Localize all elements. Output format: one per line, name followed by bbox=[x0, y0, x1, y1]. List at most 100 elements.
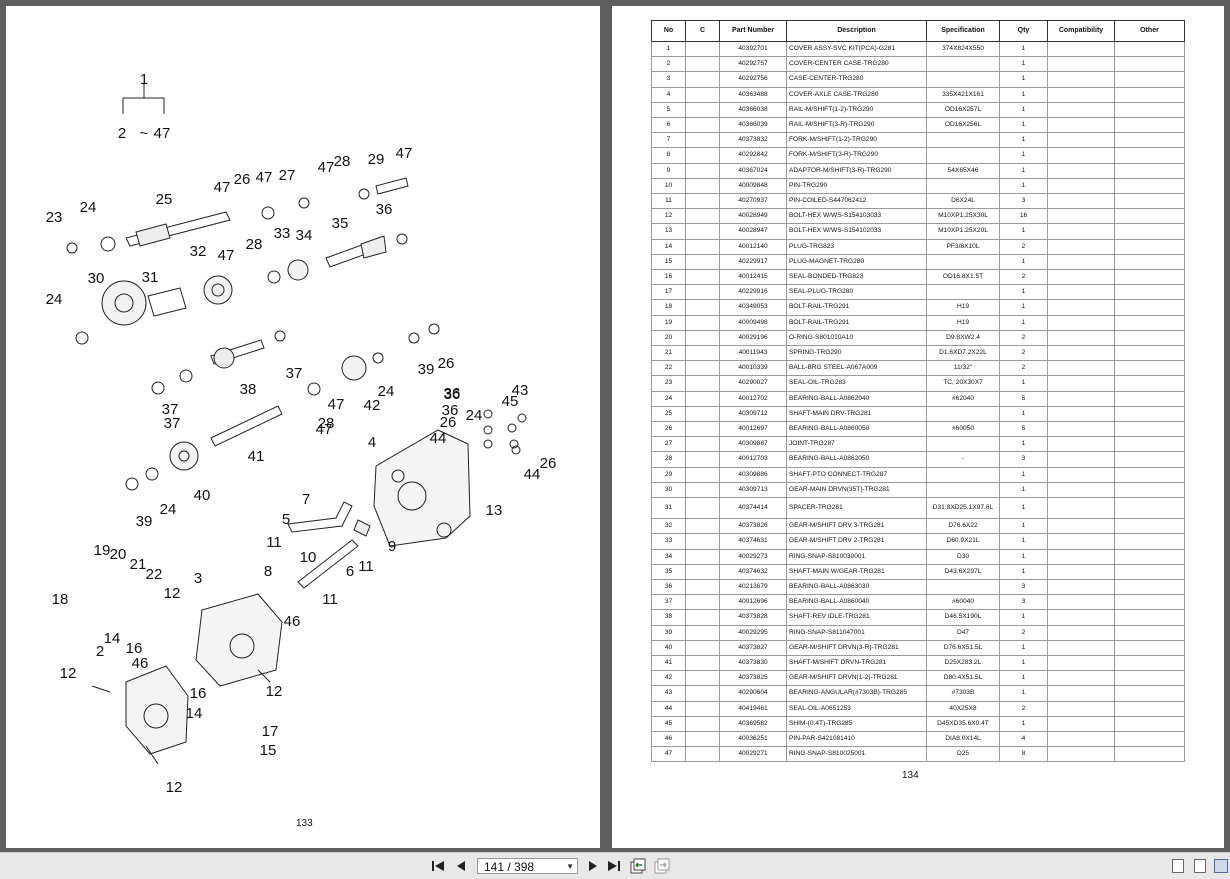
two-page-view-icon[interactable] bbox=[1214, 859, 1228, 873]
table-cell bbox=[1114, 238, 1185, 255]
table-cell: 1 bbox=[999, 56, 1048, 73]
table-cell: 40011943 bbox=[719, 345, 787, 362]
table-cell bbox=[1114, 563, 1185, 580]
table-cell: 1 bbox=[999, 253, 1048, 271]
table-cell: 19 bbox=[651, 314, 686, 331]
table-cell: 3 bbox=[999, 193, 1048, 210]
callout-label: 38 bbox=[240, 381, 257, 398]
last-page-icon[interactable] bbox=[606, 853, 622, 879]
table-cell: 40029273 bbox=[719, 548, 787, 565]
first-page-icon[interactable] bbox=[430, 853, 446, 879]
next-page-icon[interactable] bbox=[586, 853, 600, 879]
table-cell bbox=[1047, 639, 1115, 656]
table-cell: 1 bbox=[999, 497, 1048, 520]
table-cell bbox=[1114, 685, 1185, 702]
callout-label: 39 bbox=[136, 513, 153, 530]
page-number-input[interactable]: 141 / 398 ▼ bbox=[477, 858, 578, 874]
go-back-icon[interactable] bbox=[630, 853, 646, 879]
table-cell: 1 bbox=[999, 101, 1048, 119]
callout-label: 6 bbox=[346, 563, 354, 580]
callout-label: 40 bbox=[194, 487, 211, 504]
table-cell: 1 bbox=[999, 299, 1048, 316]
table-cell: 40X25X8 bbox=[926, 700, 1000, 717]
table-cell: 1 bbox=[999, 685, 1048, 702]
table-cell: O-RING-S801010A10 bbox=[786, 329, 927, 347]
table-cell: 41 bbox=[651, 654, 686, 672]
callout-label: 36 bbox=[442, 402, 459, 419]
callout-label: 44 bbox=[524, 466, 541, 483]
table-cell: SEAL-OIL-A0651253 bbox=[786, 700, 927, 717]
table-cell: 40309887 bbox=[719, 436, 787, 453]
table-cell bbox=[1047, 238, 1115, 255]
go-forward-icon[interactable] bbox=[654, 853, 670, 879]
table-cell: 40373828 bbox=[719, 609, 787, 626]
table-cell: 37 bbox=[651, 594, 686, 611]
table-cell: 40012696 bbox=[719, 594, 787, 611]
table-cell: 40373830 bbox=[719, 654, 787, 672]
table-cell bbox=[1114, 421, 1185, 438]
table-cell bbox=[1047, 609, 1115, 626]
table-cell: 42 bbox=[651, 670, 686, 687]
table-cell bbox=[1047, 518, 1115, 535]
table-cell bbox=[1047, 253, 1115, 271]
table-cell bbox=[685, 71, 720, 88]
table-cell: 7 bbox=[651, 132, 686, 149]
table-cell bbox=[1114, 177, 1185, 195]
table-cell: 40036251 bbox=[719, 730, 787, 748]
callout-label: 27 bbox=[279, 167, 296, 184]
continuous-view-icon[interactable] bbox=[1194, 859, 1206, 873]
page-number-value: 141 / 398 bbox=[484, 860, 535, 874]
callout-label: 28 bbox=[246, 236, 263, 253]
callout-label: 47 bbox=[318, 159, 335, 176]
previous-page-icon[interactable] bbox=[454, 853, 468, 879]
diagram-artwork bbox=[66, 84, 527, 765]
table-cell bbox=[685, 314, 720, 331]
callout-label: 16 bbox=[190, 685, 207, 702]
table-cell bbox=[1114, 40, 1185, 58]
table-cell: 40374631 bbox=[719, 533, 787, 550]
single-page-view-icon[interactable] bbox=[1172, 859, 1184, 873]
table-cell bbox=[1114, 223, 1185, 240]
table-cell: SHAFT-M/SHIFT DRVN-TRG281 bbox=[786, 654, 927, 672]
table-cell: 21 bbox=[651, 345, 686, 362]
table-cell: 13 bbox=[651, 223, 686, 240]
table-cell: D9.8XW2.4 bbox=[926, 329, 1000, 347]
table-cell bbox=[1047, 578, 1115, 596]
table-cell: 24 bbox=[651, 390, 686, 407]
callout-label: 43 bbox=[512, 382, 529, 399]
callout-label: 5 bbox=[282, 511, 290, 528]
table-cell: 2 bbox=[999, 345, 1048, 362]
table-cell: 40292842 bbox=[719, 147, 787, 164]
table-cell bbox=[1047, 451, 1115, 468]
table-cell bbox=[1047, 594, 1115, 611]
chevron-down-icon[interactable]: ▼ bbox=[566, 862, 574, 871]
table-cell: RAIL-M/SHIFT(1-2)-TRG290 bbox=[786, 101, 927, 119]
table-cell: GEAR-M/SHIFT DRVN(1-2)-TRG281 bbox=[786, 670, 927, 687]
table-cell: 18 bbox=[651, 299, 686, 316]
table-cell: D76.6X22 bbox=[926, 518, 1000, 535]
table-cell bbox=[1047, 624, 1115, 641]
column-header: Qty bbox=[999, 20, 1048, 42]
table-cell: 30 bbox=[651, 481, 686, 499]
callout-label: 28 bbox=[318, 415, 335, 432]
callout-label: 47 bbox=[396, 145, 413, 162]
table-cell bbox=[1114, 390, 1185, 407]
table-cell bbox=[926, 436, 1000, 453]
table-cell bbox=[1114, 466, 1185, 483]
table-cell bbox=[1114, 314, 1185, 331]
table-cell: 40029271 bbox=[719, 746, 787, 763]
table-cell: OD16X257L bbox=[926, 101, 1000, 119]
table-cell: PLUG-MAGNET-TRG280 bbox=[786, 253, 927, 271]
